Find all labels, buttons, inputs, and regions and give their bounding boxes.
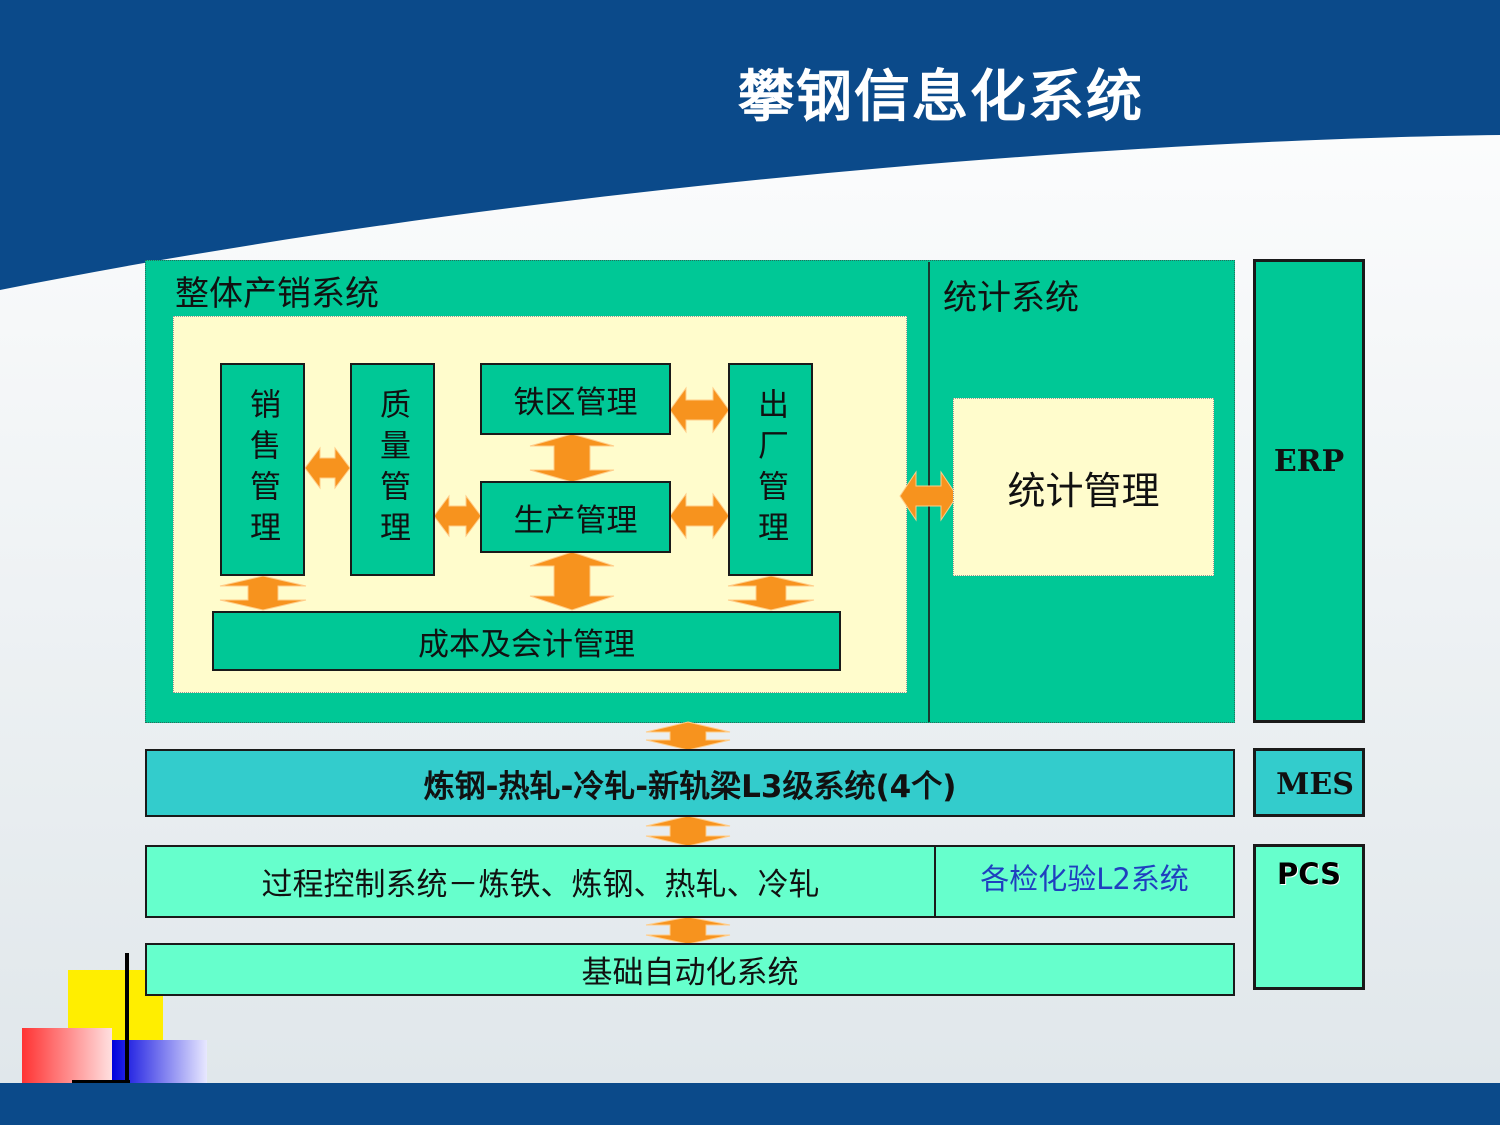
erp-layer-box[interactable]: ERP: [1253, 259, 1365, 723]
arrow-mes-pcs: [645, 815, 731, 847]
pcs-layer-label: PCS: [1277, 857, 1341, 891]
arrow-sales-quality: [304, 446, 351, 490]
iron-area-management-box[interactable]: 铁区管理: [480, 363, 671, 435]
erp-layer-label: ERP: [1273, 444, 1345, 479]
mes-l3-bar[interactable]: 炼钢-热轧-冷轧-新轨梁L3级系统(4个): [145, 749, 1235, 817]
arrow-iron-shipping: [669, 386, 730, 434]
erp-section-title: 整体产销系统: [175, 274, 379, 314]
process-control-divider: [934, 847, 936, 916]
quality-management-label: 质量管理: [374, 387, 410, 552]
mes-layer-label: MES: [1276, 767, 1354, 802]
shipping-management-box[interactable]: 出厂管理: [728, 363, 813, 576]
production-management-box[interactable]: 生产管理: [480, 481, 671, 553]
arrow-shipping-cost: [727, 575, 815, 611]
arrow-erp-mes: [645, 721, 731, 751]
arrow-pcs-basic: [645, 916, 731, 945]
l2-lab-system-label[interactable]: 各检化验L2系统: [980, 862, 1189, 896]
statistics-management-label: 统计管理: [1007, 468, 1160, 513]
decor-vertical-line: [125, 953, 129, 1083]
basic-automation-bar[interactable]: 基础自动化系统: [145, 943, 1235, 996]
production-management-label: 生产管理: [513, 502, 638, 539]
arrow-production-cost: [529, 551, 615, 611]
arrow-iron-production: [529, 433, 615, 483]
stats-section-title: 统计系统: [943, 278, 1079, 318]
sales-management-box[interactable]: 销售管理: [220, 363, 305, 576]
decor-horizontal-line: [72, 1080, 130, 1083]
mes-l3-label: 炼钢-热轧-冷轧-新轨梁L3级系统(4个): [423, 768, 957, 805]
decor-red-square: [22, 1028, 112, 1083]
arrow-production-shipping: [669, 492, 730, 540]
pcs-layer-box[interactable]: PCS: [1253, 844, 1365, 990]
mes-layer-box[interactable]: MES: [1253, 748, 1365, 817]
arrow-sales-cost: [219, 575, 307, 611]
arrow-quality-production: [433, 494, 482, 538]
cost-accounting-box[interactable]: 成本及会计管理: [212, 611, 841, 671]
process-control-bar[interactable]: [145, 845, 1235, 918]
arrow-erp-stats: [899, 470, 958, 522]
iron-area-management-label: 铁区管理: [513, 384, 638, 421]
quality-management-box[interactable]: 质量管理: [350, 363, 435, 576]
page-title: 攀钢信息化系统: [738, 65, 1144, 130]
top-banner: [0, 0, 1500, 290]
basic-automation-label: 基础自动化系统: [581, 955, 799, 991]
process-control-label: 过程控制系统－炼铁、炼钢、热轧、冷轧: [261, 867, 820, 903]
bottom-band: [0, 1083, 1500, 1125]
sales-management-label: 销售管理: [244, 387, 280, 552]
statistics-management-box[interactable]: 统计管理: [953, 398, 1214, 576]
cost-accounting-label: 成本及会计管理: [418, 626, 635, 663]
shipping-management-label: 出厂管理: [752, 387, 788, 552]
